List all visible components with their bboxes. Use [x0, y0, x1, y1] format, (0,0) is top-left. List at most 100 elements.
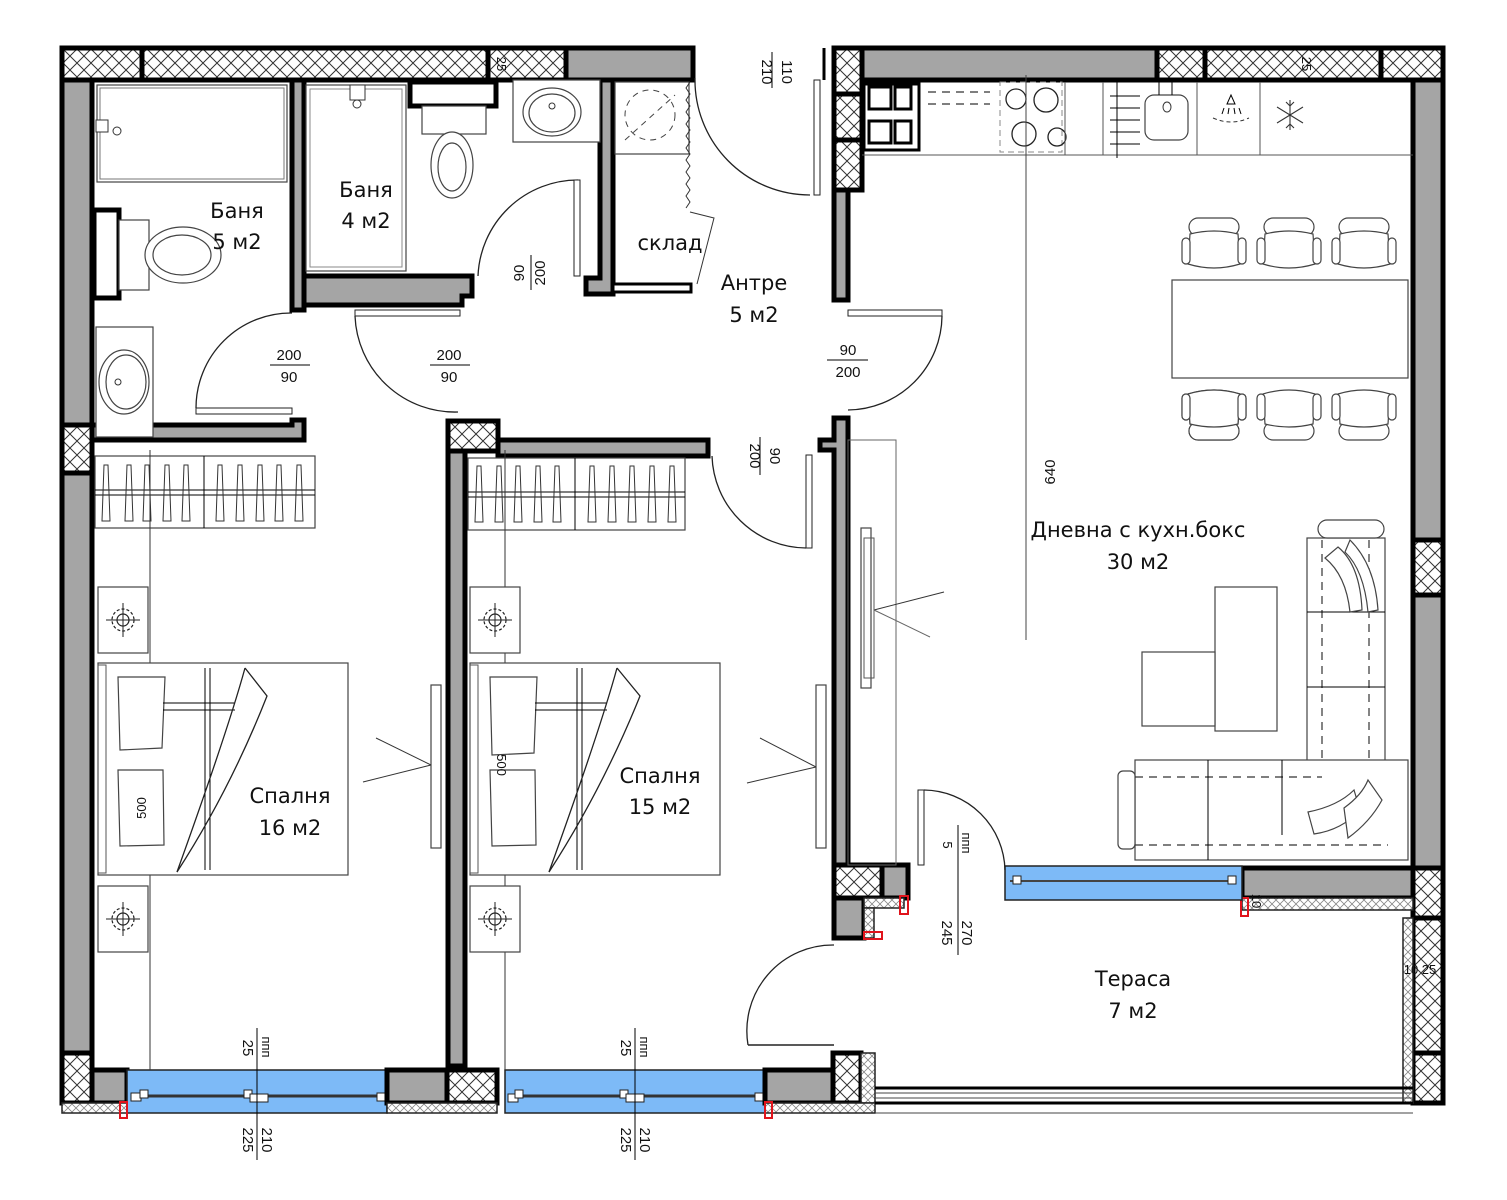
dimension-label: 110 [778, 60, 795, 84]
wall [1239, 865, 1416, 901]
room-area: 5 м2 [212, 230, 261, 254]
wardrobe [467, 457, 686, 531]
exterior-wall-insulation [1410, 1050, 1446, 1106]
marker [119, 1101, 128, 1119]
dimension-label: 210 [758, 59, 775, 84]
sill-insulation [386, 1102, 498, 1114]
chair-icon [1331, 217, 1397, 269]
terrace-exit-door[interactable] [746, 944, 835, 1046]
dimension-label: 200 [276, 347, 301, 364]
room-area: 5 м2 [729, 303, 778, 327]
tv-unit [847, 439, 945, 866]
room-name: Баня [339, 178, 393, 202]
marker [899, 895, 909, 915]
dimension-label: 25 [494, 57, 509, 71]
dimension-label: 10 25 [1404, 962, 1437, 977]
window-jamb [89, 1067, 130, 1106]
living-door[interactable] [847, 309, 943, 411]
wall-insulation [444, 1067, 500, 1106]
dimension-label: ппп [959, 832, 974, 853]
room-bath1[interactable]: Баня 5 м2 [210, 199, 264, 254]
interior-wall [495, 437, 711, 459]
room-name: Спалня [249, 784, 330, 808]
terrace-door[interactable] [917, 789, 1006, 871]
room-area: 7 м2 [1108, 999, 1157, 1023]
exterior-wall-insulation [831, 137, 865, 193]
tv-icon [362, 684, 442, 849]
bedroom2-door[interactable] [711, 454, 813, 549]
room-area: 4 м2 [341, 209, 390, 233]
exterior-wall [59, 470, 95, 1056]
dimension-label: 25 [239, 1040, 256, 1057]
bathtub [96, 84, 288, 183]
exterior-wall-insulation [59, 45, 145, 83]
wall [831, 895, 867, 941]
room-hall[interactable]: Антре 5 м2 [721, 271, 788, 327]
dimension-label: ппп [259, 1036, 274, 1057]
snowflake-icon [1276, 100, 1304, 130]
room-name: Дневна с кухн.бокс [1031, 518, 1246, 542]
exterior-wall-insulation [59, 1050, 95, 1106]
tv-icon [746, 684, 827, 849]
shower-tray [305, 84, 407, 272]
dimension-label: 210 [636, 1127, 653, 1152]
toilet-cistern [407, 79, 499, 109]
room-bedroom2[interactable]: Спалня 15 м2 [619, 764, 700, 819]
room-name: Тераса [1094, 967, 1171, 991]
wall-insulation [831, 862, 885, 901]
room-area: 30 м2 [1107, 550, 1170, 574]
sill-insulation [61, 1102, 128, 1114]
nightstand [97, 586, 149, 654]
exterior-wall [1410, 77, 1446, 543]
room-area: 16 м2 [259, 816, 322, 840]
terrace-side-insulation [1402, 917, 1414, 1104]
storage-front [611, 282, 693, 294]
room-name: склад [637, 231, 702, 255]
bedroom1-door[interactable] [354, 309, 461, 413]
dimension-label: ппп [637, 1036, 652, 1057]
insulation [860, 1052, 876, 1104]
exterior-wall [59, 77, 95, 428]
exterior-wall-insulation [1410, 915, 1446, 1056]
shower-icon [1212, 93, 1250, 123]
chair-icon [1256, 217, 1322, 269]
exterior-wall-insulation [59, 422, 95, 476]
dimension-label: 90 [840, 342, 857, 359]
double-bed [469, 662, 721, 876]
interior-wall-insulation [445, 418, 501, 454]
nightstand [469, 885, 521, 953]
exterior-wall [1410, 592, 1446, 871]
dimension-label: 210 [258, 1127, 275, 1152]
curtain [685, 81, 691, 209]
room-storage[interactable]: склад [637, 231, 702, 255]
nightstand [469, 586, 521, 654]
double-bed [97, 662, 349, 876]
dimension-label: 200 [746, 443, 763, 468]
room-name: Баня [210, 199, 264, 223]
dimension-label: 90 [766, 448, 783, 465]
dimension-label: 25 [1299, 57, 1314, 71]
dimension-label: 90 [281, 369, 298, 386]
entrance-door[interactable] [694, 48, 826, 196]
wardrobe [94, 455, 316, 529]
insulation [1241, 897, 1414, 911]
dimension-label: 500 [134, 797, 149, 819]
boiler-unit [614, 81, 690, 155]
room-terrace[interactable]: Тераса 7 м2 [1094, 967, 1171, 1023]
dimension-label: 200 [835, 364, 860, 381]
exterior-wall-insulation [1202, 45, 1384, 83]
room-bedroom1[interactable]: Спалня 16 м2 [249, 784, 330, 840]
dimension-label: 640 [1042, 459, 1059, 484]
exterior-wall-insulation [1154, 45, 1208, 83]
bath2-door[interactable] [477, 179, 581, 277]
dimension-label: 200 [532, 260, 549, 285]
room-bath2[interactable]: Баня 4 м2 [339, 178, 393, 233]
room-living[interactable]: Дневна с кухн.бокс 30 м2 [1031, 518, 1246, 574]
bath1-door[interactable] [195, 312, 293, 415]
drainboard [1110, 80, 1140, 158]
cooktop-icon [999, 81, 1067, 153]
dimension-label: 200 [436, 347, 461, 364]
insulation [863, 907, 875, 939]
marker [863, 931, 883, 940]
